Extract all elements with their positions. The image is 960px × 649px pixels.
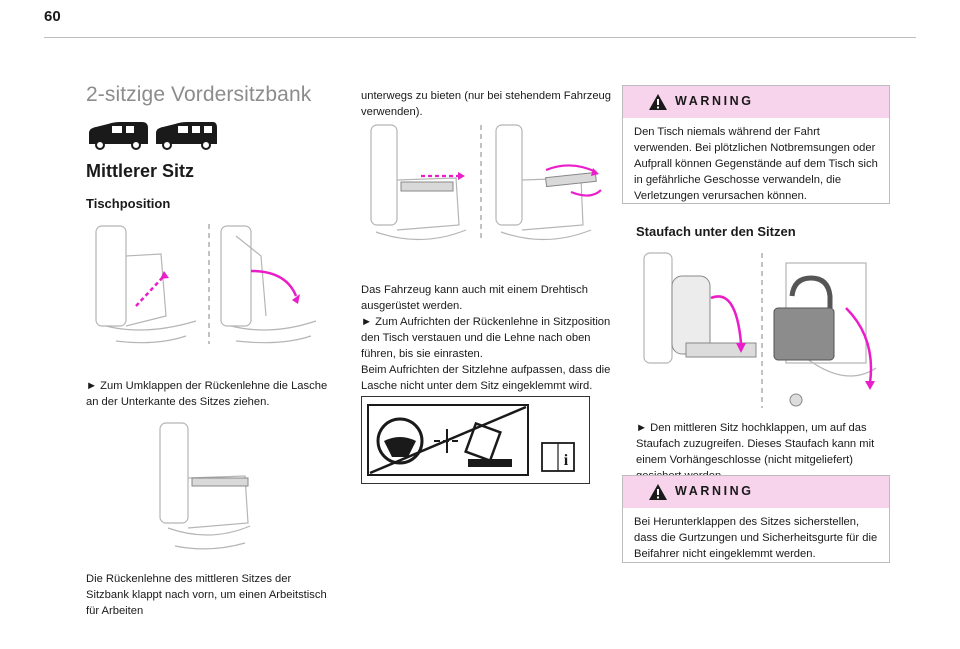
warning-triangle-icon: [649, 94, 667, 110]
swivel-table-illustration: [361, 120, 613, 270]
warning-triangle-icon: [649, 484, 667, 500]
warning-box-seatbelts: WARNING Bei Herunterklappen des Sitzes s…: [622, 475, 890, 563]
warning-header: WARNING: [623, 86, 889, 118]
paragraph-worktable: Die Rückenlehne des mittleren Sitzes der…: [86, 573, 327, 617]
top-divider: [44, 37, 916, 38]
warning-box-table-driving: WARNING Den Tisch niemals während der Fa…: [622, 85, 890, 204]
paragraph-tab-caution: Beim Aufrichten der Sitzlehne aufpassen,…: [361, 364, 611, 392]
warning-text: Bei Herunterklappen des Sitzes sicherste…: [634, 516, 878, 560]
storage-compartment-illustration: [636, 248, 890, 412]
paragraph-swivel-intro: Das Fahrzeug kann auch mit einem Drehtis…: [361, 284, 588, 312]
no-use-while-driving-pictogram: i: [361, 396, 590, 484]
subheading-tischposition: Tischposition: [86, 196, 171, 211]
paragraph-raise-backrest: ► Zum Aufrichten der Rückenlehne in Sitz…: [361, 316, 611, 360]
van-icons: [86, 118, 218, 150]
prohibition-pictogram: i: [367, 404, 575, 476]
page-title: 2-sitzige Vordersitzbank: [86, 83, 312, 106]
warning-label: WARNING: [675, 484, 754, 498]
svg-text:i: i: [564, 452, 569, 469]
paragraph-stationary-use: unterwegs zu bieten (nur bei stehendem F…: [361, 90, 612, 118]
warning-label: WARNING: [675, 94, 754, 108]
subheading-staufach: Staufach unter den Sitzen: [636, 224, 796, 239]
swivel-table-diagram: [370, 124, 602, 241]
seat-fold-diagram: [95, 224, 317, 344]
paragraph-fold-instruction: ► Zum Umklappen der Rückenlehne die Lasc…: [86, 380, 328, 408]
worktable-diagram: [159, 422, 251, 550]
page-number: 60: [44, 8, 61, 25]
section-heading-mittlerer-sitz: Mittlerer Sitz: [86, 161, 195, 181]
warning-text: Den Tisch niemals während der Fahrt verw…: [634, 126, 878, 202]
seat-fold-illustration: [86, 216, 330, 364]
warning-header: WARNING: [623, 476, 889, 508]
storage-compartment-diagram: [643, 252, 877, 408]
van-silhouettes-icon: [89, 122, 217, 150]
desk-illustration: [150, 418, 270, 568]
